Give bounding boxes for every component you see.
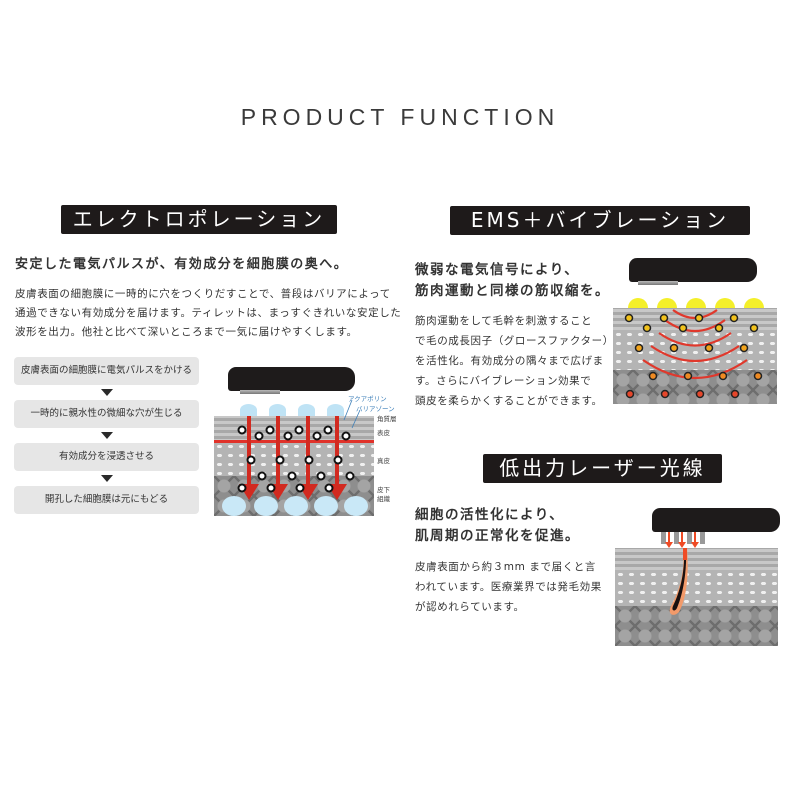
body-line: 波形を出力。他社と比べて深いところまで一気に届けやすくします。 [15,326,358,338]
laser-beams-icon [661,532,705,548]
lead-line: 肌周期の正常化を促進。 [415,528,580,544]
body-line: 通過できない有効成分を届けます。ティレットは、まっすぐきれいな安定した [15,307,402,319]
skin-cross-section [615,548,778,646]
device-head-illustration [228,367,355,391]
ems-body: 筋肉運動をして毛幹を刺激すること で毛の成長因子（グロースファクター） を活性化… [415,311,614,411]
penetration-arrows-icon [237,416,355,500]
body-line: す。さらにバイブレーション効果で [415,375,592,387]
electroporation-heading: エレクトロポレーション [61,205,337,234]
laser-body: 皮膚表面から約３mm まで届くと言 われています。医療業界では発毛効果 が認めれ… [415,557,602,617]
down-arrow-icon [14,428,199,443]
electroporation-lead: 安定した電気パルスが、有効成分を細胞膜の奥へ。 [15,257,349,272]
label-barrier-zone: バリアゾーン [356,405,395,413]
lead-line: 微弱な電気信号により、 [415,262,580,278]
process-flowchart: 皮膚表面の細胞膜に電気パルスをかける 一時的に親水性の微細な穴が生じる 有効成分… [14,357,199,514]
page-title: PRODUCT FUNCTION [240,104,560,130]
lead-line: 筋肉運動と同様の筋収縮を。 [415,283,610,299]
flow-step-1: 皮膚表面の細胞膜に電気パルスをかける [14,357,199,385]
flow-step-4: 開孔した細胞膜は元にもどる [14,486,199,514]
flow-step-3: 有効成分を浸透させる [14,443,199,471]
barrier-zone-line [214,440,374,443]
laser-heading: 低出力レーザー光線 [483,454,722,483]
label-subcutaneous-tissue: 組織 [377,495,390,503]
skin-cross-section [613,308,777,404]
device-head-illustration [629,258,757,282]
aquaporin-droplet [240,404,257,416]
label-subcutaneous: 皮下 [377,486,390,494]
down-arrow-icon [14,385,199,400]
body-line: を活性化。有効成分の隅々まで広げま [415,355,604,367]
device-electrode [240,390,280,394]
vibration-waves-icon [624,309,763,399]
body-line: われています。医療業界では発毛効果 [415,581,602,593]
label-leader-lines [343,399,361,429]
lead-line: 細胞の活性化により、 [415,507,565,523]
label-aquaporin: アクアポリン [348,395,387,403]
body-line: 筋肉運動をして毛幹を刺激すること [415,315,593,327]
aquaporin-droplet [298,404,315,416]
flow-step-2: 一時的に親水性の微細な穴が生じる [14,400,199,428]
aquaporin-droplet [269,404,286,416]
body-line: 皮膚表面から約３mm まで届くと言 [415,561,596,573]
skin-cross-section [214,416,374,516]
electroporation-body: 皮膚表面の細胞膜に一時的に穴をつくりだすことで、普段はバリアによって 通過できな… [15,285,401,342]
label-epidermis: 表皮 [377,429,390,437]
down-arrow-icon [14,471,199,486]
ems-lead: 微弱な電気信号により、 筋肉運動と同様の筋収縮を。 [415,260,610,302]
laser-lead: 細胞の活性化により、 肌周期の正常化を促進。 [415,505,580,547]
body-line: で毛の成長因子（グロースファクター） [415,335,614,347]
body-line: 皮膚表面の細胞膜に一時的に穴をつくりだすことで、普段はバリアによって [15,288,391,300]
label-stratum-corneum: 角質層 [377,415,397,423]
label-dermis: 真皮 [377,457,390,465]
device-electrode [638,281,678,285]
device-head-illustration [652,508,780,532]
body-line: 頭皮を柔らかくすることができます。 [415,395,603,407]
ems-pads-icon [628,298,764,308]
hair-follicle-icon [669,548,688,615]
aquaporin-droplet [327,404,344,416]
ems-heading: EMS＋バイブレーション [450,206,750,235]
body-line: が認めれらています。 [415,601,525,613]
